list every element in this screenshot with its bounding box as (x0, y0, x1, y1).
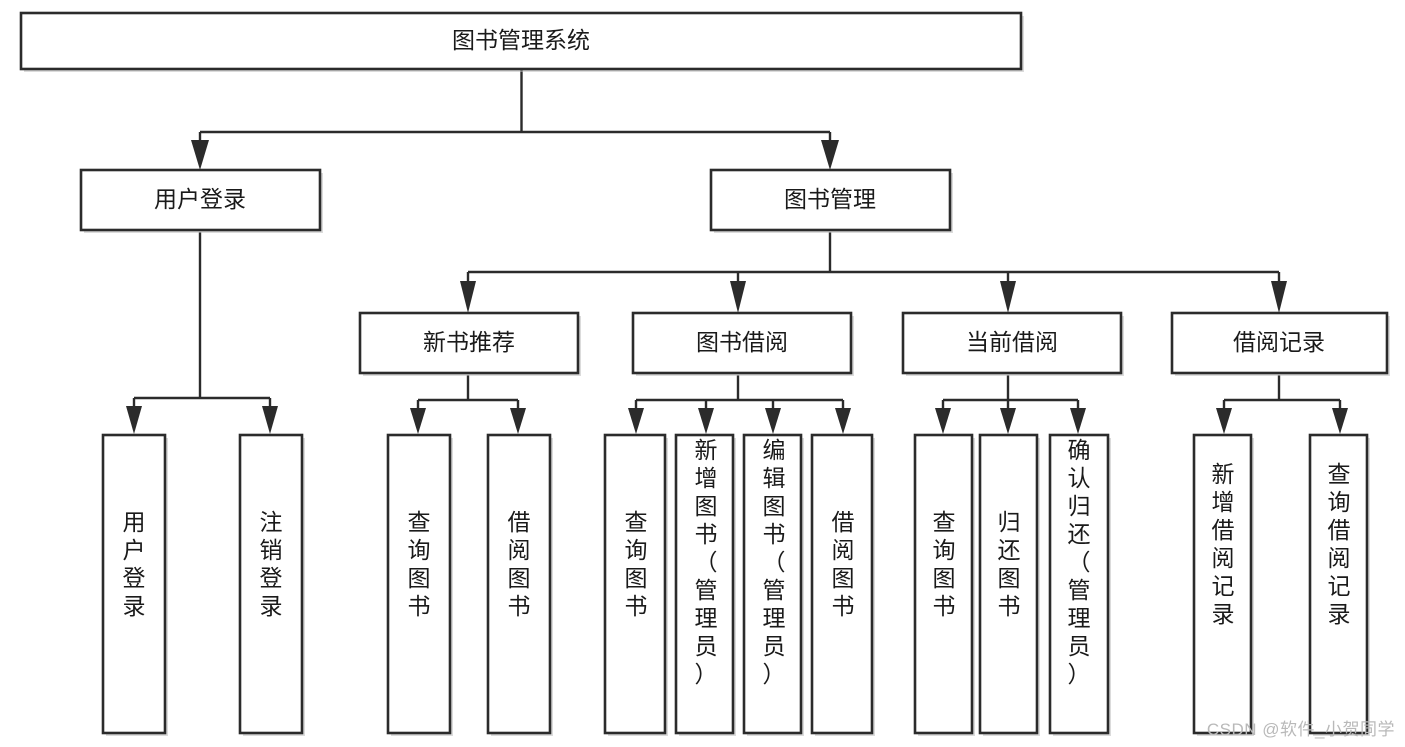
node-leaf-add-book[interactable]: 新增图书（管理员） (674, 433, 736, 736)
leaf-edit-book-box (742, 433, 803, 735)
leaf-query-book-2-label: 查询图书 (625, 509, 648, 619)
arrowhead-new-book (460, 281, 476, 313)
arrowhead-book-manage (821, 140, 839, 170)
node-leaf-query-book-2[interactable]: 查询图书 (603, 433, 668, 736)
node-leaf-add-record[interactable]: 新增借阅记录 (1192, 433, 1254, 736)
arrowhead-user-login (191, 140, 209, 170)
arrowhead-leaf-borrow-1 (510, 408, 526, 434)
leaf-borrow-book-2-box (810, 433, 874, 735)
leaf-add-book-box (674, 433, 735, 735)
node-leaf-edit-book[interactable]: 编辑图书（管理员） (742, 433, 804, 736)
node-new-book-recommend[interactable]: 新书推荐 (358, 311, 581, 376)
leaf-query-book-3-box (913, 433, 974, 735)
csdn-watermark: CSDN @软件_小贺同学 (1206, 720, 1395, 739)
leaf-user-logout-label: 注销登录 (260, 509, 283, 619)
arrowhead-borrow-record (1271, 281, 1287, 313)
connector-group (126, 68, 1348, 434)
leaf-user-logout-box (238, 433, 304, 735)
node-leaf-user-login[interactable]: 用户登录 (101, 433, 168, 736)
leaf-query-book-2-box (603, 433, 667, 735)
leaf-return-book-label: 归还图书 (998, 509, 1021, 619)
leaf-user-login-label: 用户登录 (123, 509, 146, 619)
node-leaf-query-book-1[interactable]: 查询图书 (386, 433, 453, 736)
new-book-label: 新书推荐 (423, 329, 515, 355)
arrowhead-leaf-return-book (1000, 408, 1016, 434)
node-root[interactable]: 图书管理系统 (19, 11, 1024, 72)
node-user-login[interactable]: 用户登录 (79, 168, 323, 233)
current-borrow-box (901, 311, 1123, 375)
arrowhead-leaf-add-book (698, 408, 714, 434)
book-manage-box (709, 168, 952, 232)
user-login-box (79, 168, 322, 232)
book-manage-label: 图书管理 (784, 186, 876, 212)
node-leaf-confirm-return[interactable]: 确认归还（管理员） (1048, 433, 1111, 736)
arrowhead-leaf-query-3 (935, 408, 951, 434)
leaf-add-record-box (1192, 433, 1253, 735)
borrow-record-box (1170, 311, 1389, 375)
book-borrow-label: 图书借阅 (696, 329, 788, 355)
node-book-borrow[interactable]: 图书借阅 (631, 311, 854, 376)
user-login-label: 用户登录 (154, 186, 246, 212)
leaf-query-book-1-box (386, 433, 452, 735)
leaf-add-book-label: 新增图书（管理员） (695, 437, 718, 687)
arrowhead-current-borrow (1000, 281, 1016, 313)
arrowhead-leaf-add-record (1216, 408, 1232, 434)
arrowhead-leaf-user-logout (262, 406, 278, 434)
node-leaf-borrow-book-2[interactable]: 借阅图书 (810, 433, 875, 736)
leaf-user-login-box (101, 433, 167, 735)
root-box (19, 11, 1023, 71)
leaf-query-record-box (1308, 433, 1369, 735)
leaf-borrow-book-2-label: 借阅图书 (832, 509, 855, 619)
leaf-edit-book-label: 编辑图书（管理员） (763, 437, 786, 687)
borrow-record-label: 借阅记录 (1233, 329, 1325, 355)
node-leaf-return-book[interactable]: 归还图书 (978, 433, 1040, 736)
leaf-query-book-3-label: 查询图书 (933, 509, 956, 619)
arrowhead-leaf-query-record (1332, 408, 1348, 434)
arrowhead-leaf-query-1 (410, 408, 426, 434)
leaf-query-book-1-label: 查询图书 (408, 509, 431, 619)
leaf-borrow-book-1-label: 借阅图书 (508, 509, 531, 619)
arrowhead-leaf-borrow-2 (835, 408, 851, 434)
arrowhead-book-borrow (730, 281, 746, 313)
book-borrow-box (631, 311, 853, 375)
node-leaf-query-book-3[interactable]: 查询图书 (913, 433, 975, 736)
node-leaf-borrow-book-1[interactable]: 借阅图书 (486, 433, 553, 736)
node-current-borrow[interactable]: 当前借阅 (901, 311, 1124, 376)
node-leaf-user-logout[interactable]: 注销登录 (238, 433, 305, 736)
leaf-confirm-return-box (1048, 433, 1110, 735)
node-book-manage[interactable]: 图书管理 (709, 168, 953, 233)
new-book-box (358, 311, 580, 375)
current-borrow-label: 当前借阅 (966, 329, 1058, 355)
arrowhead-leaf-edit-book (765, 408, 781, 434)
arrowhead-leaf-user-login (126, 406, 142, 434)
leaf-add-record-label: 新增借阅记录 (1212, 461, 1235, 627)
arrowhead-leaf-confirm-return (1070, 408, 1086, 434)
arrowhead-leaf-query-2 (628, 408, 644, 434)
leaf-borrow-book-1-box (486, 433, 552, 735)
node-borrow-record[interactable]: 借阅记录 (1170, 311, 1390, 376)
root-label: 图书管理系统 (452, 27, 590, 53)
leaf-confirm-return-label: 确认归还（管理员） (1068, 437, 1091, 687)
node-leaf-query-record[interactable]: 查询借阅记录 (1308, 433, 1370, 736)
leaf-query-record-label: 查询借阅记录 (1328, 461, 1351, 627)
leaf-return-book-box (978, 433, 1039, 735)
